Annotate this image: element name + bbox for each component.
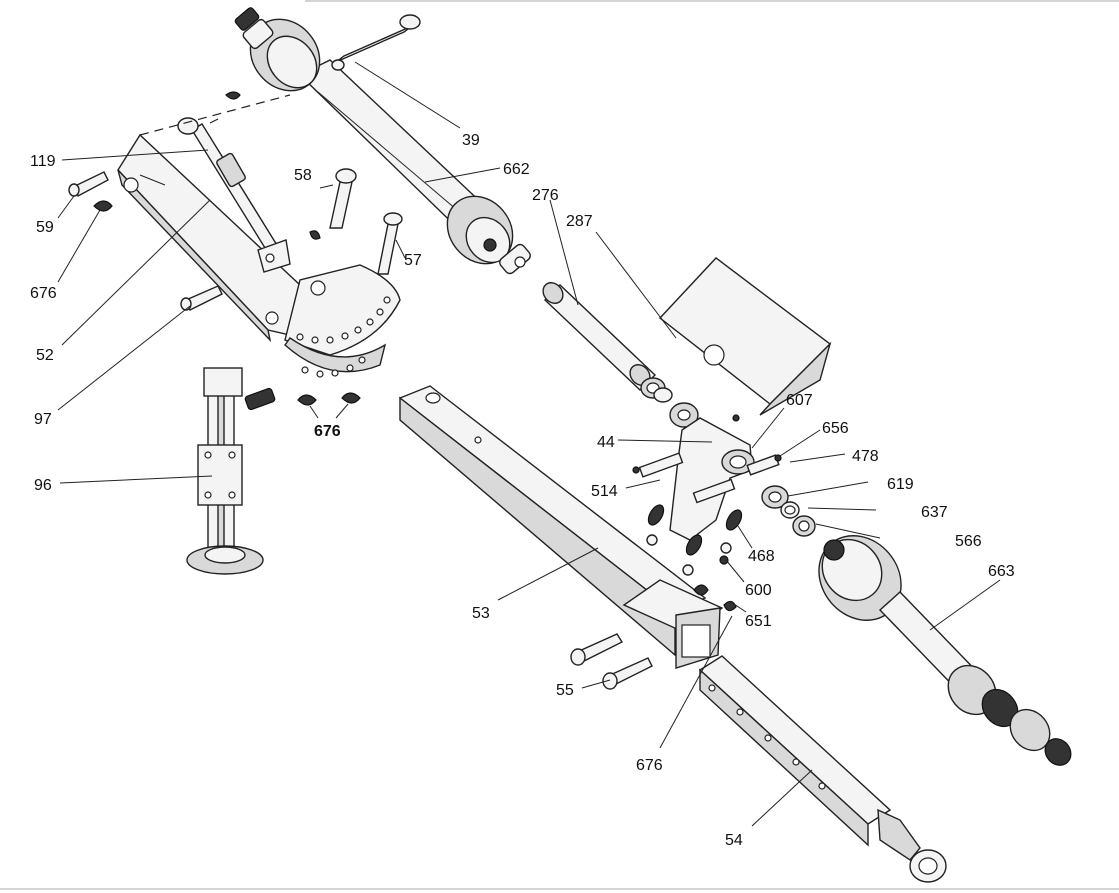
- label-59: 59: [36, 219, 54, 236]
- bolt-97: [180, 285, 223, 311]
- pin-58: [329, 168, 357, 229]
- pin-57: [377, 212, 403, 275]
- label-287: 287: [566, 213, 593, 230]
- label-619: 619: [887, 476, 914, 493]
- label-662: 662: [503, 161, 530, 178]
- clip-676-bottom: [297, 392, 361, 406]
- bearing-619: [761, 485, 789, 509]
- clip-top: [225, 91, 241, 100]
- drawbar-53: [398, 385, 724, 669]
- label-651: 651: [745, 613, 772, 630]
- nut-656: [632, 414, 782, 474]
- label-276: 276: [532, 187, 559, 204]
- frame-52: [117, 133, 301, 343]
- pto-shaft-662: [234, 7, 531, 275]
- clip-676-left: [93, 200, 113, 212]
- spring-468: [646, 504, 743, 576]
- label-53: 53: [472, 605, 490, 622]
- label-97: 97: [34, 411, 52, 428]
- label-468: 468: [748, 548, 775, 565]
- label-119: 119: [30, 153, 56, 170]
- jack-96: [186, 367, 276, 575]
- label-676-right: 676: [636, 757, 663, 774]
- pin-39: [331, 14, 421, 71]
- label-676-left: 676: [30, 285, 57, 302]
- drive-shaft-276: [542, 282, 657, 391]
- label-663: 663: [988, 563, 1015, 580]
- clip-58: [309, 230, 321, 240]
- label-55: 55: [556, 682, 574, 699]
- assembly-dash-line: [139, 94, 291, 136]
- hitch-sector-plate: [284, 264, 401, 378]
- ring-637: [780, 501, 800, 519]
- assembly-dash-line: [209, 116, 223, 124]
- label-54: 54: [725, 832, 743, 849]
- bolt-59: [68, 171, 109, 198]
- label-514: 514: [591, 483, 618, 500]
- label-44: 44: [597, 434, 615, 451]
- extension-bar-54: [698, 655, 947, 883]
- label-57: 57: [404, 252, 422, 269]
- seal-566: [792, 515, 816, 537]
- label-478: 478: [852, 448, 879, 465]
- pto-shaft-663: [818, 535, 1072, 766]
- part-labels: 39 662 119 59 676 52 58 57 97 676 96 276…: [30, 132, 1015, 849]
- label-96: 96: [34, 477, 52, 494]
- label-607: 607: [786, 392, 813, 409]
- bracket-44: [638, 417, 780, 541]
- label-676-bottom: 676: [314, 423, 341, 440]
- label-39: 39: [462, 132, 480, 149]
- label-58: 58: [294, 167, 312, 184]
- clip-651: [723, 600, 737, 612]
- label-656: 656: [822, 420, 849, 437]
- label-600: 600: [745, 582, 772, 599]
- label-637: 637: [921, 504, 948, 521]
- label-52: 52: [36, 347, 54, 364]
- leader-lines: [57, 61, 1001, 827]
- label-566: 566: [955, 533, 982, 550]
- pin-55: [570, 633, 653, 690]
- bearing-left: [640, 377, 699, 428]
- guard-cover-287: [658, 257, 832, 416]
- turnbuckle-119: [177, 117, 291, 273]
